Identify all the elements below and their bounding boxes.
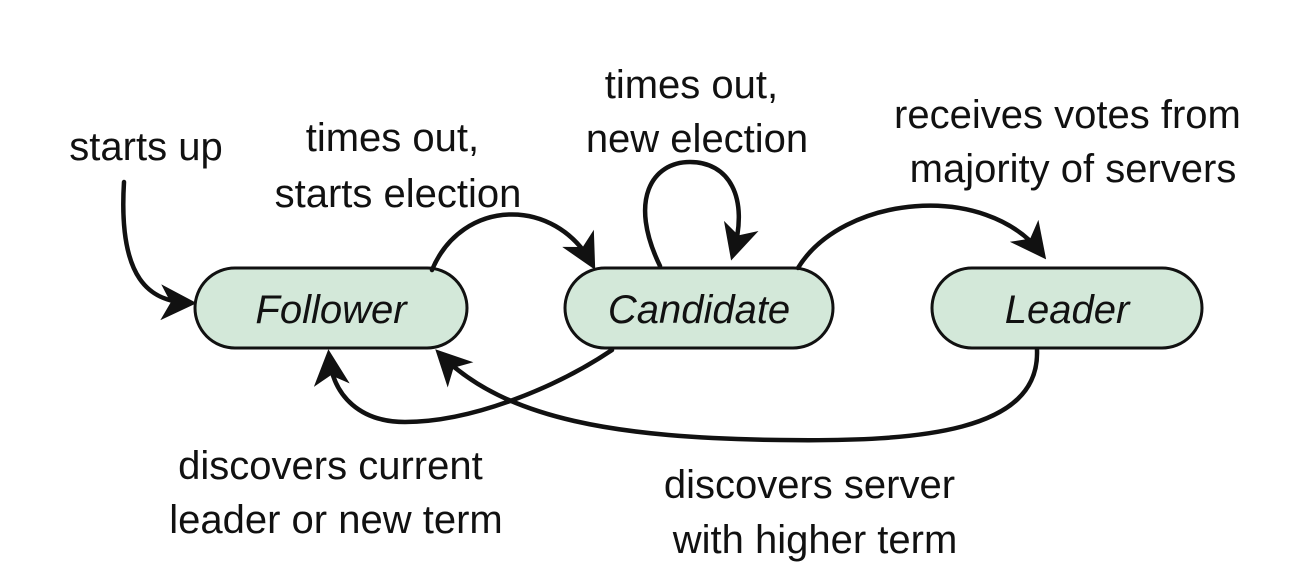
edge-follower-to-candidate	[429, 212, 596, 273]
label-discovers-higher-term: discovers server with higher term	[664, 463, 966, 562]
leader-node	[930, 266, 1204, 350]
edge-candidate-to-leader	[795, 203, 1047, 271]
leader-label: Leader	[1005, 288, 1131, 332]
edge-candidate-to-follower	[313, 347, 615, 425]
label-receives-votes: receives votes from majority of servers	[894, 93, 1252, 191]
candidate-node	[563, 266, 835, 350]
follower-label: Follower	[255, 288, 408, 332]
edge-starts-up	[121, 179, 197, 321]
label-times-out-new-election: times out, new election	[586, 63, 808, 161]
state-follower: Follower	[193, 266, 469, 350]
edge-candidate-self-loop	[642, 159, 759, 269]
label-times-out-starts-election: times out, starts election	[275, 116, 522, 216]
candidate-label: Candidate	[608, 288, 790, 332]
edge-leader-to-follower	[435, 347, 1040, 443]
state-leader: Leader	[930, 266, 1204, 350]
label-discovers-current-leader: discovers current leader or new term	[169, 444, 502, 542]
label-starts-up: starts up	[69, 125, 222, 169]
state-candidate: Candidate	[563, 266, 835, 350]
